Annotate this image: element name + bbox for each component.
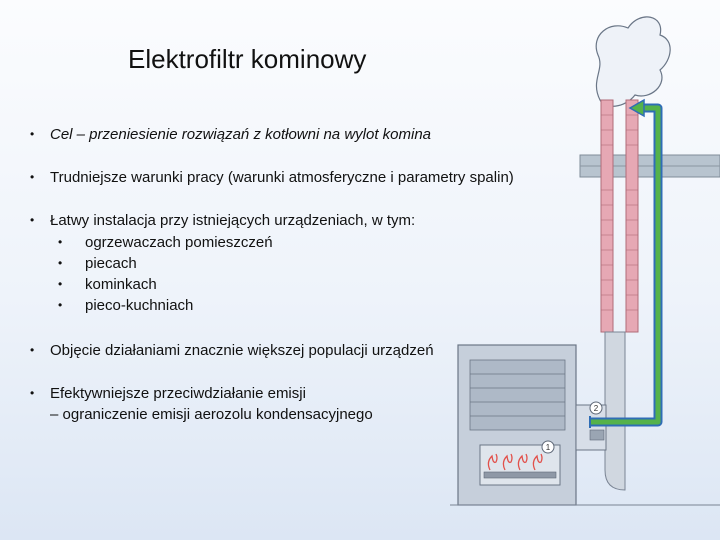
flue-pipe xyxy=(604,331,626,491)
sub-bullet-text: piecach xyxy=(85,255,137,272)
bullet-symbol: • xyxy=(30,170,35,184)
bullet-symbol: • xyxy=(58,298,63,312)
bullet-symbol: • xyxy=(30,213,35,227)
sub-bullet-text: ogrzewaczach pomieszczeń xyxy=(85,234,273,251)
bullet-text-line2: – ograniczenie emisji aerozolu kondensac… xyxy=(50,406,373,423)
label-2: 2 xyxy=(594,404,599,413)
bullet-text: Efektywniejsze przeciwdziałanie emisji xyxy=(50,385,306,402)
bullet-text: Cel – przeniesienie rozwiązań z kotłowni… xyxy=(50,126,432,143)
bullet-symbol: • xyxy=(30,386,35,400)
arrow-head-icon xyxy=(628,98,645,118)
chimney-wall-left xyxy=(600,99,614,333)
chimney-wall-right xyxy=(625,99,639,333)
sub-bullet-text: pieco-kuchniach xyxy=(85,297,194,314)
bullet-list: • Cel – przeniesienie rozwiązań z kotłow… xyxy=(30,126,514,423)
label-marker-1 xyxy=(541,440,555,454)
label-1: 1 xyxy=(546,443,551,452)
bullet-text: Trudniejsze warunki pracy (warunki atmos… xyxy=(50,169,514,186)
chimney-diagram: 2 1 xyxy=(450,16,720,506)
sub-bullet-text: kominkach xyxy=(85,276,157,293)
slide-title: Elektrofiltr kominowy xyxy=(128,44,367,74)
bullet-text: Łatwy instalacja przy istniejących urząd… xyxy=(50,212,416,229)
bullet-symbol: • xyxy=(58,277,63,291)
flame-icon xyxy=(487,453,543,471)
bullet-text: Objęcie działaniami znacznie większej po… xyxy=(50,342,434,359)
smoke-cloud xyxy=(595,16,671,107)
bullet-symbol: • xyxy=(58,256,63,270)
flow-arrow xyxy=(590,105,661,425)
label-marker-2 xyxy=(589,401,603,415)
bullet-symbol: • xyxy=(30,343,35,357)
bullet-symbol: • xyxy=(30,127,35,141)
bullet-symbol: • xyxy=(58,235,63,249)
